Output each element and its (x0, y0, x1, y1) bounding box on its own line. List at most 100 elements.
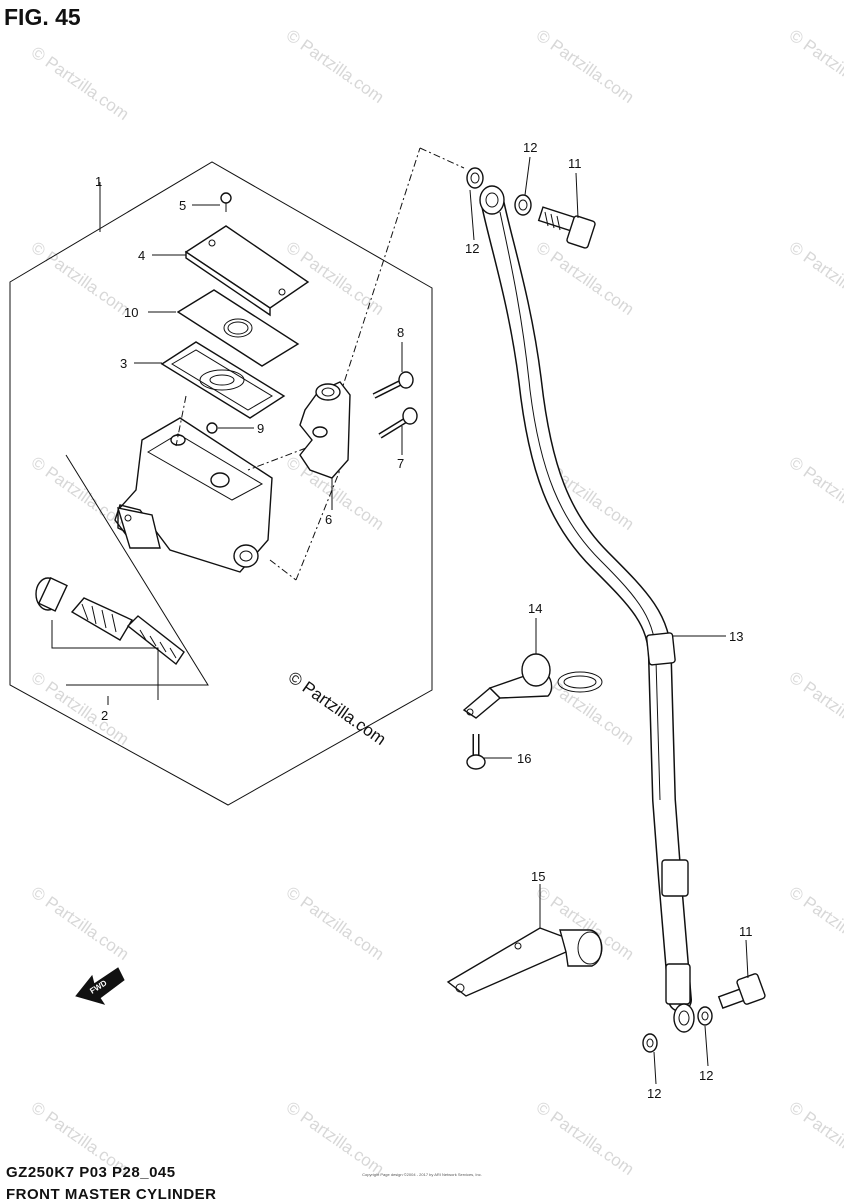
alignment-line (269, 559, 297, 581)
clamp-hole (321, 387, 335, 397)
reservoir-cap-edge (185, 250, 271, 317)
piston-kit-bracket (51, 620, 159, 700)
callout-6: 6 (325, 512, 332, 527)
callout-1: 1 (95, 174, 102, 189)
callout-16: 16 (517, 751, 531, 766)
cap-screw (220, 192, 232, 204)
sealing-washer (642, 1033, 658, 1053)
reservoir-port (170, 434, 186, 446)
hose-clamp (462, 653, 603, 719)
reservoir-port (210, 472, 230, 488)
callout-8: 8 (397, 325, 404, 340)
sealing-washer-hole (646, 1038, 654, 1048)
diaphragm-bellows (199, 369, 245, 391)
alignment-line (295, 469, 341, 581)
sealing-washer (514, 194, 532, 216)
watermark-text: © Partzilla.com (786, 668, 844, 749)
callout-12-top-left: 12 (465, 241, 479, 256)
hose-end-fitting (665, 963, 691, 1005)
watermark-text: © Partzilla.com (28, 238, 133, 319)
callout-3: 3 (120, 356, 127, 371)
banjo-lower-hole (678, 1010, 690, 1026)
clamp-boss (315, 383, 341, 401)
master-cylinder-assembly-outline (9, 161, 433, 806)
callout-11-top: 11 (568, 156, 582, 171)
union-bolt-lower (717, 973, 766, 1009)
watermark-text: © Partzilla.com (786, 883, 844, 964)
callout-7: 7 (397, 456, 404, 471)
brake-hose-highlight (499, 211, 661, 801)
watermark-text: © Partzilla.com (28, 883, 133, 964)
clamp-bolt-upper (372, 371, 414, 399)
callout-12-top-right: 12 (523, 140, 537, 155)
copyright-notice: Copyright Page design ©2004 - 2017 by AR… (362, 1172, 482, 1177)
watermark-text: © Partzilla.com (28, 43, 133, 124)
leader-lines (99, 156, 749, 1085)
center-watermark: © Partzilla.com (285, 668, 390, 749)
watermark-text: © Partzilla.com (786, 453, 844, 534)
diaphragm (160, 341, 286, 419)
cap-screw-hole (278, 288, 286, 296)
cylinder-bore-inner (239, 550, 253, 562)
banjo-upper-hole (485, 192, 499, 208)
plate-opening (223, 318, 253, 338)
callout-10: 10 (124, 305, 138, 320)
callout-14: 14 (528, 601, 542, 616)
diaphragm-inner (171, 349, 273, 411)
union-bolt-upper (537, 206, 596, 249)
watermark-text: © Partzilla.com (283, 883, 388, 964)
watermark-text: © Partzilla.com (533, 1098, 638, 1179)
alignment-line (247, 447, 307, 471)
figure-title: FIG. 45 (4, 4, 81, 30)
diaphragm-bellows-inner (209, 374, 235, 386)
diaphragm-plate (176, 289, 300, 367)
callout-5: 5 (179, 198, 186, 213)
cap-screw-hole (208, 239, 216, 247)
callout-12-bottom-right: 12 (699, 1068, 713, 1083)
watermark-text: © Partzilla.com (786, 26, 844, 107)
callout-12-bottom-left: 12 (647, 1086, 661, 1101)
mount-hole (124, 514, 132, 522)
hose-grommet (645, 632, 676, 666)
banjo-lower (673, 1003, 695, 1033)
callout-11-bottom: 11 (739, 924, 753, 939)
callout-9: 9 (257, 421, 264, 436)
plate-opening-inner (227, 321, 249, 335)
sealing-washer (466, 167, 484, 189)
model-code: GZ250K7 P03 P28_045 (6, 1164, 176, 1181)
alignment-line (419, 147, 465, 169)
piston-kit-boundary (65, 454, 209, 686)
callout-15: 15 (531, 869, 545, 884)
master-cylinder-body (114, 417, 273, 573)
watermark-text: © Partzilla.com (786, 1098, 844, 1179)
clamp-mount-bolt (466, 734, 486, 770)
sealing-washer-hole (701, 1011, 709, 1021)
sealing-washer-hole (518, 199, 528, 211)
callout-2: 2 (101, 708, 108, 723)
alignment-line (175, 395, 187, 447)
watermark-text: © Partzilla.com (533, 238, 638, 319)
master-cylinder-reservoir (147, 433, 264, 501)
clamp-bolt-lower (378, 407, 418, 439)
forward-direction-arrow: FWD (75, 967, 125, 1005)
piston-kit (35, 577, 185, 666)
mounting-ear (116, 507, 161, 549)
callout-13: 13 (729, 629, 743, 644)
callout-4: 4 (138, 248, 145, 263)
hose-fitting-lower (661, 859, 689, 897)
watermark-text: © Partzilla.com (28, 668, 133, 749)
hose-bracket (446, 927, 603, 997)
clamp-boss-lower (312, 426, 328, 438)
sealing-washer-hole (470, 172, 480, 184)
cylinder-bore (233, 544, 259, 568)
watermark-text: © Partzilla.com (533, 26, 638, 107)
alignment-line (339, 147, 421, 396)
small-screw (206, 422, 218, 434)
section-name: FRONT MASTER CYLINDER (6, 1186, 217, 1203)
watermark-text: © Partzilla.com (283, 26, 388, 107)
watermark-text: © Partzilla.com (786, 238, 844, 319)
sealing-washer (697, 1006, 713, 1026)
banjo-upper (479, 185, 505, 215)
watermark-text: © Partzilla.com (283, 1098, 388, 1179)
